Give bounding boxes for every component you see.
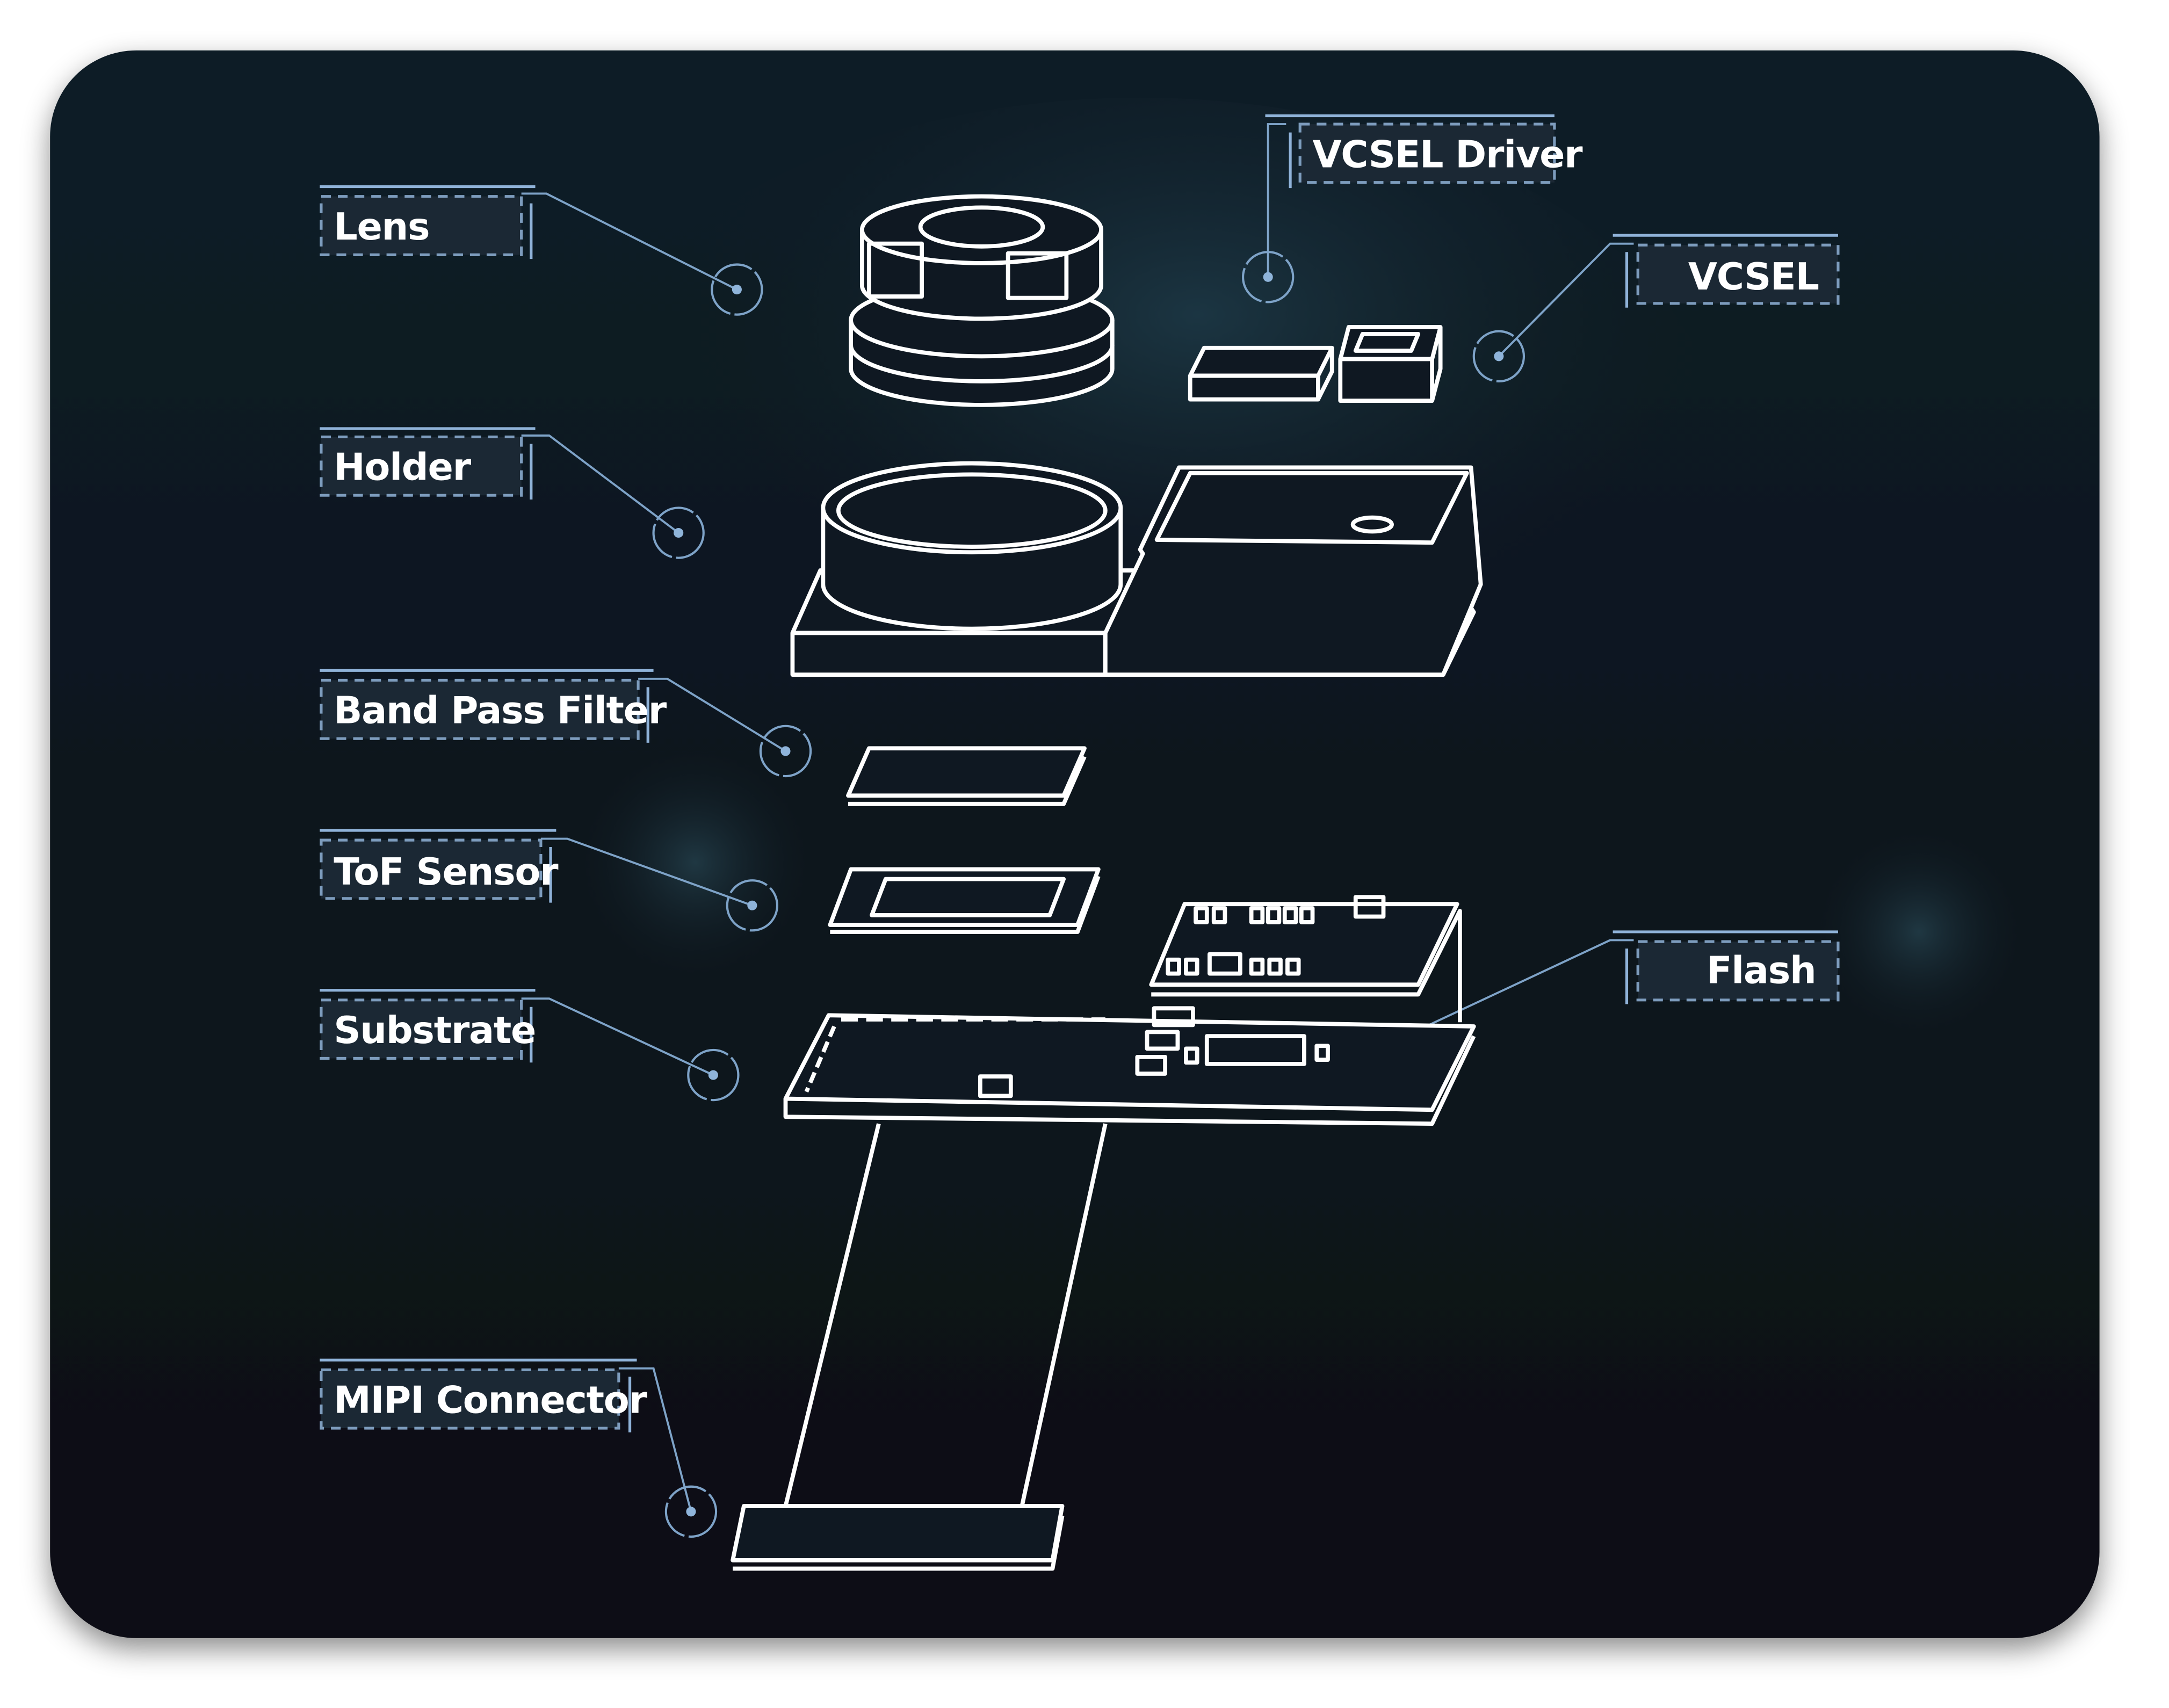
callout-lens: Lens <box>320 185 763 316</box>
callout-flash: Flash <box>1343 930 1840 1079</box>
flash-board-part <box>1149 895 1462 1023</box>
holder-part <box>790 461 1483 677</box>
label-lens: Lens <box>334 205 429 249</box>
callout-mipi-connector: MIPI Connector <box>320 1358 718 1538</box>
callout-vcsel-driver: VCSEL Driver <box>1242 114 1584 303</box>
label-tof-sensor: ToF Sensor <box>334 850 559 894</box>
callout-band-pass-filter: Band Pass Filter <box>320 669 812 778</box>
label-holder: Holder <box>334 446 471 489</box>
callout-vcsel: VCSEL <box>1472 234 1840 382</box>
callout-substrate: Substrate <box>320 989 740 1102</box>
mipi-connector-part <box>731 1123 1108 1571</box>
label-vcsel-driver: VCSEL Driver <box>1313 133 1584 176</box>
label-mipi-connector: MIPI Connector <box>334 1379 647 1422</box>
tof-sensor-part <box>828 867 1101 934</box>
lens-part <box>849 194 1115 407</box>
vcsel-driver-part <box>1188 345 1334 402</box>
label-band-pass-filter: Band Pass Filter <box>334 689 667 733</box>
label-substrate: Substrate <box>334 1009 536 1052</box>
band-pass-filter-part <box>846 746 1087 806</box>
callout-holder: Holder <box>320 427 705 559</box>
label-vcsel: VCSEL <box>1688 255 1819 299</box>
vcsel-part <box>1338 325 1443 403</box>
substrate-part <box>783 1006 1476 1126</box>
label-flash: Flash <box>1707 949 1816 993</box>
callout-tof-sensor: ToF Sensor <box>320 829 779 932</box>
